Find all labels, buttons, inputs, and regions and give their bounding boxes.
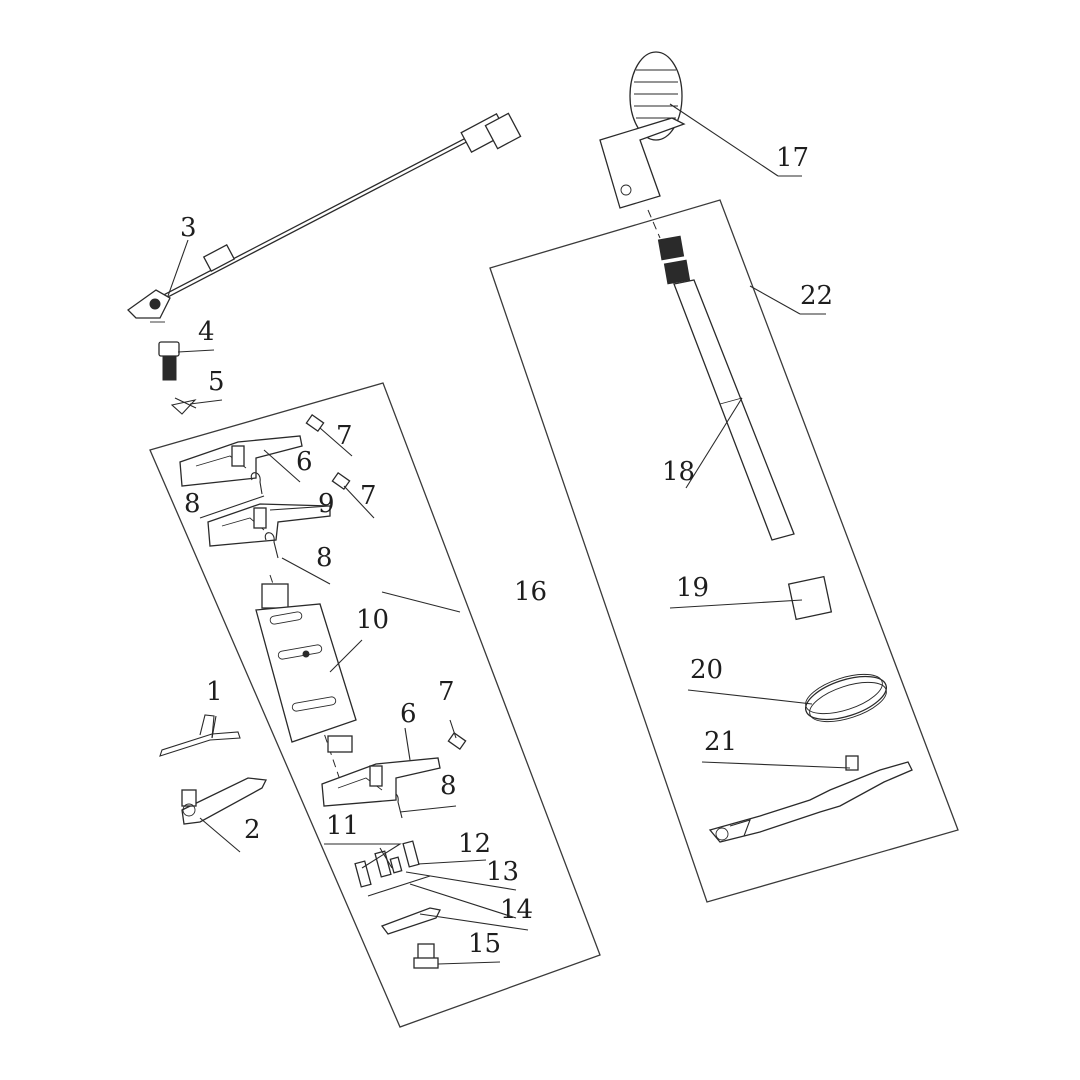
callout-19: 19 <box>676 573 709 603</box>
part-cotter-pin <box>170 397 197 415</box>
callout-12: 12 <box>458 829 491 859</box>
callout-3: 3 <box>180 213 197 243</box>
callout-21: 21 <box>704 727 737 757</box>
part-detent-arm <box>181 777 267 825</box>
part-shift-fork-upper <box>179 435 303 487</box>
part-shift-fork-lower <box>321 757 441 807</box>
callout-11: 11 <box>326 811 359 841</box>
callout-14: 14 <box>500 895 533 925</box>
assembly-frame-22 <box>489 199 959 903</box>
part-nut <box>305 413 467 751</box>
callout-8-middle: 8 <box>316 543 333 573</box>
callout-9: 9 <box>318 489 335 519</box>
callout-8-upper: 8 <box>184 489 201 519</box>
callout-7-middle: 7 <box>360 481 377 511</box>
callout-15: 15 <box>468 929 501 959</box>
callout-17: 17 <box>776 143 809 173</box>
callout-13: 13 <box>486 857 519 887</box>
leader-lines <box>167 103 851 965</box>
callout-4: 4 <box>198 317 215 347</box>
callout-6-lower: 6 <box>400 699 417 729</box>
callout-labels: 1 2 3 4 5 6 6 7 7 7 8 8 8 9 10 11 12 13 … <box>180 143 833 959</box>
callout-10: 10 <box>356 605 389 635</box>
callout-20: 20 <box>690 655 723 685</box>
part-cam-plate <box>380 907 441 969</box>
part-shift-arm <box>708 755 913 843</box>
part-shift-drum <box>255 574 357 781</box>
part-detent-spring <box>159 714 241 757</box>
part-bushing <box>787 575 833 621</box>
part-cable-assembly <box>126 112 522 323</box>
callout-18: 18 <box>662 457 695 487</box>
callout-6-upper: 6 <box>296 447 313 477</box>
part-screw <box>158 341 180 381</box>
part-gear-pedal <box>599 51 686 239</box>
callout-2: 2 <box>244 815 261 845</box>
assembly-frame-16 <box>149 382 601 1028</box>
callout-16: 16 <box>514 577 547 607</box>
callout-7-lower: 7 <box>438 677 455 707</box>
callout-8-lower: 8 <box>440 771 457 801</box>
callout-1: 1 <box>206 677 223 707</box>
part-shift-shaft <box>657 235 795 541</box>
part-shift-fork-middle <box>207 503 331 547</box>
callout-22: 22 <box>800 281 833 311</box>
callout-5: 5 <box>208 367 225 397</box>
callout-7-upper: 7 <box>336 421 353 451</box>
part-return-spring <box>805 673 887 723</box>
